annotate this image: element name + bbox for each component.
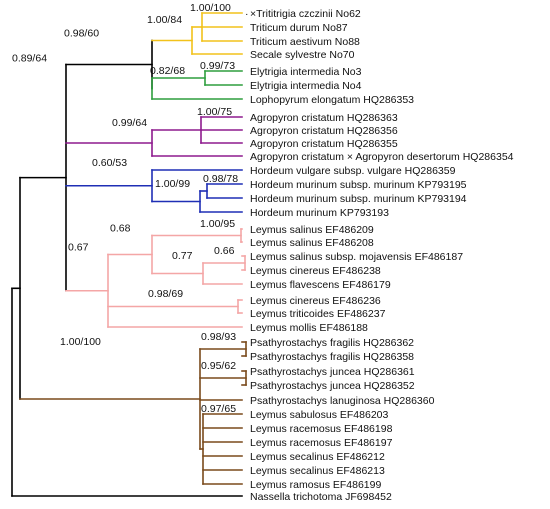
taxon-label: Leymus secalinus EF486213 — [250, 465, 385, 477]
taxon-label: Secale sylvestre No70 — [250, 49, 355, 61]
taxon-label: Psathyrostachys juncea HQ286361 — [250, 366, 415, 378]
support-value: 0.95/62 — [201, 360, 236, 372]
support-value: 0.98/60 — [64, 28, 99, 40]
taxon-label: Hordeum murinum subsp. murinum KP793195 — [250, 179, 467, 191]
taxon-label: Psathyrostachys lanuginosa HQ286360 — [250, 395, 435, 407]
support-value: 0.98/69 — [148, 288, 183, 300]
support-value: 1.00/100 — [60, 336, 101, 348]
taxon-label: Hordeum murinum subsp. murinum KP793194 — [250, 193, 467, 205]
support-value: 0.97/65 — [201, 403, 236, 415]
support-value: 1.00/99 — [155, 178, 190, 190]
support-value: 0.99/73 — [200, 60, 235, 72]
taxon-label: Agropyron cristatum HQ286363 — [250, 112, 398, 124]
taxon-label: Nassella trichotoma JF698452 — [250, 491, 392, 503]
taxon-label: Agropyron cristatum × Agropyron desertor… — [250, 151, 514, 163]
taxon-label: Triticum aestivum No88 — [250, 36, 360, 48]
taxon-label: Leymus secalinus EF486212 — [250, 451, 385, 463]
taxon-label: Leymus triticoides EF486237 — [250, 308, 386, 320]
taxon-label: Leymus racemosus EF486197 — [250, 437, 393, 449]
support-value: 0.98/78 — [203, 173, 238, 185]
taxon-label: Psathyrostachys juncea HQ286352 — [250, 380, 415, 392]
taxon-label: Psathyrostachys fragilis HQ286362 — [250, 337, 414, 349]
support-value: 1.00/100 — [190, 2, 231, 14]
support-value: 0.82/68 — [150, 65, 185, 77]
taxon-prefix-mark: · — [245, 8, 249, 20]
taxon-label: Leymus flavescens EF486179 — [250, 279, 391, 291]
taxon-label: Elytrigia intermedia No3 — [250, 66, 362, 78]
support-value: 0.77 — [172, 250, 193, 262]
taxon-label: Leymus cinereus EF486236 — [250, 295, 381, 307]
taxon-label: Leymus mollis EF486188 — [250, 322, 368, 334]
support-value: 0.99/64 — [112, 117, 147, 129]
taxon-label: Leymus racemosus EF486198 — [250, 423, 393, 435]
taxon-label: Leymus salinus subsp. mojavensis EF48618… — [250, 251, 463, 263]
support-value: 0.60/53 — [92, 157, 127, 169]
taxon-label: Leymus salinus EF486209 — [250, 224, 374, 236]
support-value: 0.89/64 — [12, 53, 47, 65]
taxon-label: Triticum durum No87 — [250, 22, 348, 34]
taxon-label: Lophopyrum elongatum HQ286353 — [250, 94, 414, 106]
taxon-label: Leymus sabulosus EF486203 — [250, 409, 388, 421]
support-value: 0.66 — [214, 245, 235, 257]
taxon-label: Hordeum vulgare subsp. vulgare HQ286359 — [250, 165, 456, 177]
support-value: 0.67 — [68, 242, 89, 254]
support-value: 1.00/84 — [147, 14, 182, 26]
taxon-label: Leymus ramosus EF486199 — [250, 479, 381, 491]
support-value: 1.00/95 — [200, 218, 235, 230]
taxon-label: Elytrigia intermedia No4 — [250, 80, 362, 92]
support-value: 1.00/75 — [197, 106, 232, 118]
taxon-label: Leymus cinereus EF486238 — [250, 265, 381, 277]
taxon-label: Agropyron cristatum HQ286355 — [250, 138, 398, 150]
taxon-label: Leymus salinus EF486208 — [250, 237, 374, 249]
taxon-label: ×Trititrigia czczinii No62 — [250, 8, 361, 20]
taxon-label: Agropyron cristatum HQ286356 — [250, 125, 398, 137]
support-value: 0.68 — [110, 223, 131, 235]
support-value: 0.98/93 — [201, 331, 236, 343]
taxon-label: Psathyrostachys fragilis HQ286358 — [250, 351, 414, 363]
taxon-label: Hordeum murinum KP793193 — [250, 207, 389, 219]
